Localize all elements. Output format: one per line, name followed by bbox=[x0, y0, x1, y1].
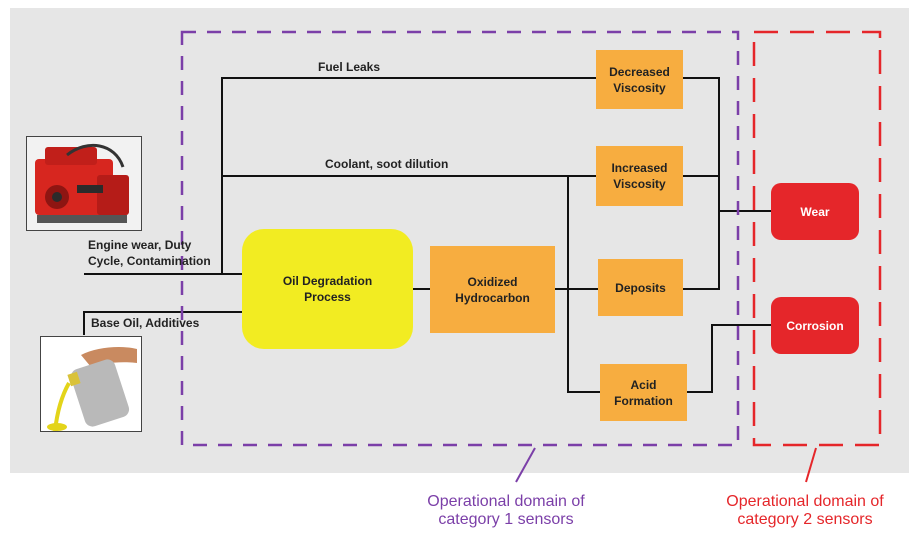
acid-to-corrosion-line bbox=[687, 324, 771, 393]
engine-photo bbox=[26, 136, 142, 231]
split-vertical-line bbox=[567, 176, 600, 393]
oxidized-hydrocarbon-text: Oxidized Hydrocarbon bbox=[455, 274, 530, 305]
category2-domain-frame bbox=[752, 30, 882, 447]
wear-text: Wear bbox=[800, 204, 830, 219]
category1-pointer-line bbox=[515, 447, 536, 483]
oxidized-hydrocarbon-box: Oxidized Hydrocarbon bbox=[430, 246, 555, 333]
corrosion-box: Corrosion bbox=[771, 297, 859, 354]
oil-degradation-process-text: Oil Degradation Process bbox=[282, 274, 373, 304]
decreased-viscosity-box: Decreased Viscosity bbox=[596, 50, 683, 109]
decreased-to-wear-line bbox=[683, 77, 720, 211]
deposits-to-wear-line bbox=[683, 211, 720, 290]
deposits-box: Deposits bbox=[598, 259, 683, 316]
category2-pointer-line bbox=[805, 447, 817, 483]
deposits-text: Deposits bbox=[615, 280, 666, 295]
diagram-background bbox=[10, 8, 909, 473]
oil-pouring-photo bbox=[40, 336, 142, 432]
acid-formation-box: Acid Formation bbox=[600, 364, 687, 421]
fuel-leaks-label: Fuel Leaks bbox=[318, 60, 381, 74]
category1-domain-frame bbox=[180, 30, 740, 447]
oil-degradation-process-box: Oil Degradation Process bbox=[242, 229, 413, 349]
engine-wear-label: Engine wear, Duty Cycle, Contamination bbox=[88, 238, 211, 268]
decreased-viscosity-text: Decreased Viscosity bbox=[609, 64, 670, 95]
acid-formation-text: Acid Formation bbox=[614, 377, 673, 408]
engine-icon bbox=[27, 137, 141, 230]
base-oil-label: Base Oil, Additives bbox=[91, 316, 200, 330]
increased-viscosity-text: Increased Viscosity bbox=[611, 161, 668, 191]
coolant-soot-label: Coolant, soot dilution bbox=[325, 157, 449, 171]
base-oil-line bbox=[83, 311, 242, 335]
category1-caption: Operational domain of category 1 sensors bbox=[427, 493, 585, 528]
category2-caption: Operational domain of category 2 sensors bbox=[726, 493, 884, 528]
corrosion-text: Corrosion bbox=[786, 318, 844, 333]
oil-jug-icon bbox=[41, 337, 141, 431]
wear-box: Wear bbox=[771, 183, 859, 240]
increased-viscosity-box: Increased Viscosity bbox=[596, 146, 683, 206]
